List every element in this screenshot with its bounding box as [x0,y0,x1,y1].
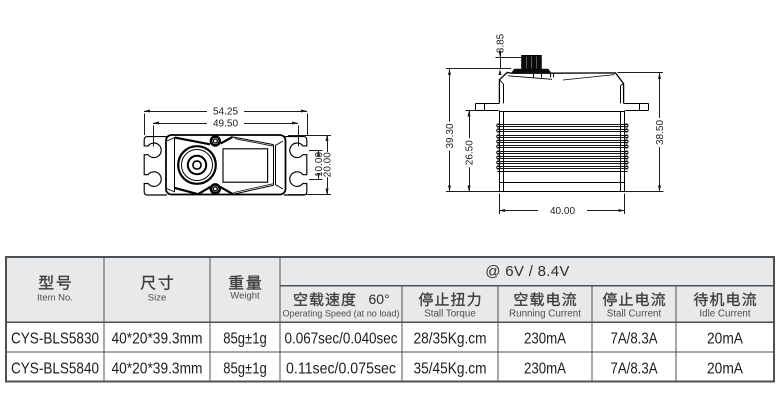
svg-text:10.00: 10.00 [314,152,325,177]
svg-text:Size: Size [148,293,166,304]
svg-text:40.00: 40.00 [550,206,575,217]
svg-text:CYS-BLS5830: CYS-BLS5830 [11,331,99,348]
svg-text:40*20*39.3mm: 40*20*39.3mm [112,361,203,378]
svg-text:7A/8.3A: 7A/8.3A [611,361,659,378]
svg-text:3.85: 3.85 [496,33,507,53]
svg-text:CYS-BLS5840: CYS-BLS5840 [11,361,99,378]
svg-text:Item No.: Item No. [37,293,73,304]
svg-text:7A/8.3A: 7A/8.3A [611,331,659,348]
svg-text:40*20*39.3mm: 40*20*39.3mm [112,331,203,348]
svg-text:Stall Torque: Stall Torque [424,309,476,320]
svg-text:0.11sec/0.075sec: 0.11sec/0.075sec [286,361,396,378]
svg-text:Weight: Weight [230,291,260,302]
svg-text:60°: 60° [369,291,390,307]
svg-text:38.50: 38.50 [655,120,666,145]
svg-text:Operating Speed (at no load): Operating Speed (at no load) [283,309,400,319]
svg-text:230mA: 230mA [524,361,566,378]
svg-text:0.067sec/0.040sec: 0.067sec/0.040sec [285,331,398,348]
svg-text:20mA: 20mA [707,361,744,378]
svg-text:49.50: 49.50 [213,118,238,129]
svg-text:28/35Kg.cm: 28/35Kg.cm [414,331,487,348]
svg-text:54.25: 54.25 [213,106,238,117]
svg-text:35/45Kg.cm: 35/45Kg.cm [414,361,487,378]
svg-text:85g±1g: 85g±1g [223,361,267,378]
svg-text:Running Current: Running Current [509,309,581,320]
svg-text:26.50: 26.50 [465,140,476,165]
svg-text:85g±1g: 85g±1g [223,331,267,348]
svg-text:Idle Current: Idle Current [699,309,750,320]
svg-text:39.30: 39.30 [445,123,456,148]
svg-text:20mA: 20mA [707,331,744,348]
svg-text:20.00: 20.00 [323,152,334,177]
svg-text:230mA: 230mA [524,331,566,348]
svg-text:@ 6V / 8.4V: @ 6V / 8.4V [485,263,569,280]
svg-text:Stall Current: Stall Current [607,309,662,320]
